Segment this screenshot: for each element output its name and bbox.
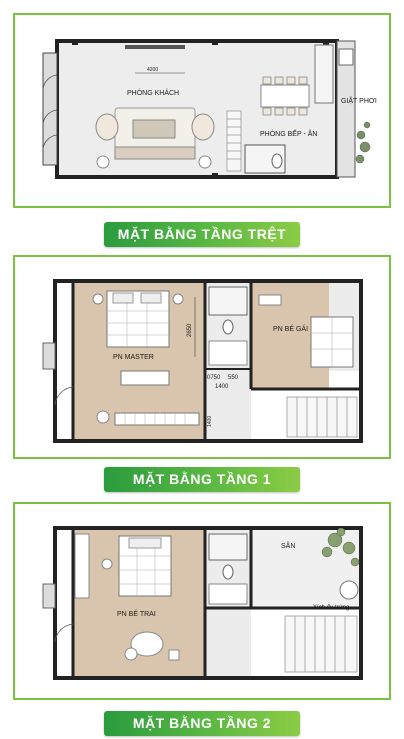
dim-1400-vertical: 1400 xyxy=(207,416,213,427)
floor-1-banner: MẶT BẰNG TẦNG 1 xyxy=(104,467,300,492)
dim-2650: 2650 xyxy=(187,323,193,337)
living-dimension: 4200 xyxy=(147,67,158,73)
yard-label: SÂN xyxy=(281,541,295,550)
master-bedroom-label: PN MASTER xyxy=(113,354,154,361)
living-room-label: PHÒNG KHÁCH xyxy=(127,88,179,97)
girl-bedroom-label: PN BÉ GÁI xyxy=(273,324,308,333)
floor-2-frame: PN BÉ TRAI SÂN Xích đu trứng xyxy=(13,502,391,700)
laundry-label: GIẶT PHƠI xyxy=(341,96,377,105)
ground-floor-plan: 4200 PHÒNG KHÁCH PHÒNG BẾP - ĂN GIẶT PHƠ… xyxy=(42,39,377,179)
boy-bedroom-label: PN BÉ TRAI xyxy=(117,609,156,618)
ground-floor-banner: MẶT BẰNG TẦNG TRỆT xyxy=(104,222,300,247)
floor-1-frame: 2650 0750 550 1400 1400 PN MASTER PN BÉ … xyxy=(13,255,391,459)
ground-floor-frame: 4200 PHÒNG KHÁCH PHÒNG BẾP - ĂN GIẶT PHƠ… xyxy=(13,13,391,208)
dim-0750: 0750 xyxy=(207,375,221,381)
floor-1-plan: 2650 0750 550 1400 1400 PN MASTER PN BÉ … xyxy=(42,279,363,443)
floor-2-plan: PN BÉ TRAI SÂN Xích đu trứng xyxy=(42,526,363,680)
floor-2-banner: MẶT BẰNG TẦNG 2 xyxy=(104,711,300,736)
dim-550: 550 xyxy=(228,375,239,381)
kitchen-label: PHÒNG BẾP - ĂN xyxy=(260,128,317,138)
egg-chair-label: Xích đu trứng xyxy=(313,605,349,611)
dim-1400: 1400 xyxy=(215,384,229,390)
